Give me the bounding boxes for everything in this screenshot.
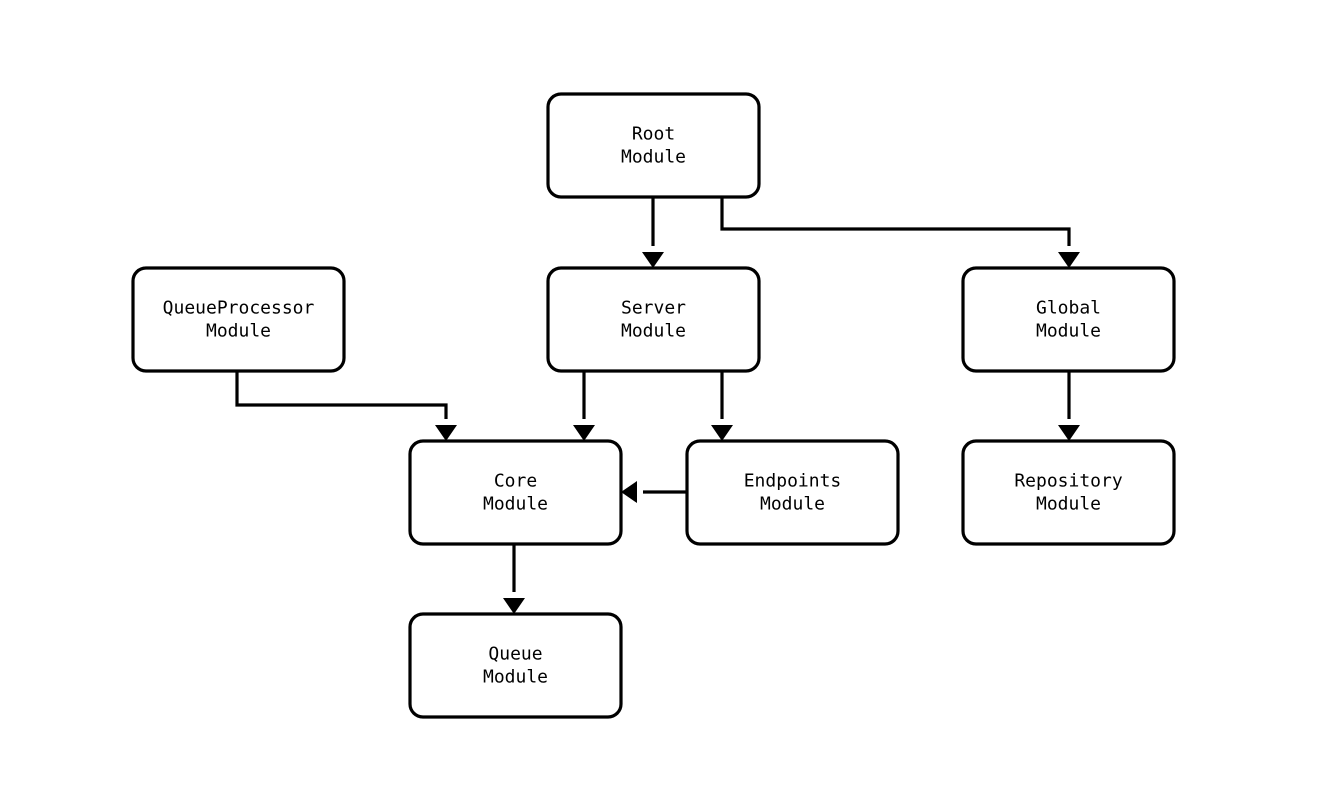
node-box-repository[interactable] — [961, 439, 1176, 546]
edge-line — [720, 197, 1071, 246]
node-box-server[interactable] — [546, 266, 761, 373]
arrowhead-icon — [1058, 252, 1080, 268]
nodes-layer: RootModuleQueueProcessorModuleServerModu… — [131, 92, 1176, 719]
node-box-core[interactable] — [408, 439, 623, 546]
node-label-secondary-repository: Module — [1036, 494, 1101, 515]
node-label-primary-root: Root — [632, 124, 675, 145]
edge-queueprocessor-to-core — [235, 371, 457, 441]
arrowhead-icon — [642, 252, 664, 268]
edge-root-to-server — [642, 197, 664, 268]
node-box-queue[interactable] — [408, 612, 623, 719]
edge-server-to-core — [573, 371, 595, 441]
arrowhead-icon — [435, 425, 457, 441]
arrowhead-icon — [1058, 425, 1080, 441]
node-label-secondary-root: Module — [621, 147, 686, 168]
arrowhead-icon — [621, 481, 637, 503]
edge-global-to-repository — [1058, 371, 1080, 441]
node-label-secondary-core: Module — [483, 494, 548, 515]
edge-server-to-endpoints — [711, 371, 733, 441]
node-label-primary-queue: Queue — [488, 644, 542, 665]
edge-root-to-global — [720, 197, 1080, 268]
node-box-global[interactable] — [961, 266, 1176, 373]
edges-layer — [235, 197, 1080, 614]
node-box-endpoints[interactable] — [685, 439, 900, 546]
edge-line — [235, 371, 448, 419]
edge-core-to-queue — [503, 544, 525, 614]
node-label-secondary-global: Module — [1036, 321, 1101, 342]
node-label-primary-queueprocessor: QueueProcessor — [163, 298, 315, 319]
node-box-queueprocessor[interactable] — [131, 266, 346, 373]
arrowhead-icon — [503, 598, 525, 614]
node-label-primary-repository: Repository — [1014, 471, 1123, 492]
arrowhead-icon — [573, 425, 595, 441]
edge-endpoints-to-core — [621, 481, 687, 503]
node-label-secondary-queue: Module — [483, 667, 548, 688]
node-label-secondary-endpoints: Module — [760, 494, 825, 515]
node-label-secondary-queueprocessor: Module — [206, 321, 271, 342]
arrowhead-icon — [711, 425, 733, 441]
node-label-primary-global: Global — [1036, 298, 1101, 319]
node-label-primary-core: Core — [494, 471, 537, 492]
node-label-primary-endpoints: Endpoints — [744, 471, 842, 492]
node-label-primary-server: Server — [621, 298, 686, 319]
node-box-root[interactable] — [546, 92, 761, 199]
node-label-secondary-server: Module — [621, 321, 686, 342]
